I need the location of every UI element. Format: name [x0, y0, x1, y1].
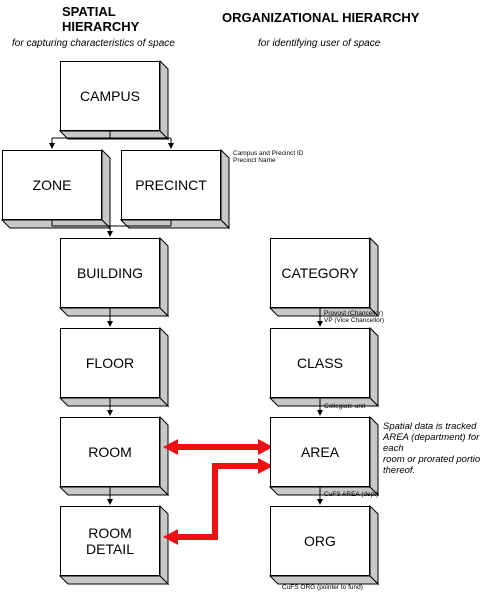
box-right-face: [159, 59, 169, 141]
precinct-label: PRECINCT: [135, 177, 207, 193]
box-bottom-face: [58, 130, 170, 140]
box-bottom-face: [268, 575, 380, 585]
box-right-face: [220, 148, 230, 230]
precinct-box: PRECINCT: [121, 150, 221, 220]
spatial-hierarchy-title: SPATIAL HIERARCHY: [62, 4, 140, 34]
category-label: CATEGORY: [281, 265, 359, 281]
organizational-hierarchy-subtitle: for identifying user of space: [258, 38, 381, 49]
campus-branch-connector: [49, 131, 174, 149]
box-bottom-face: [268, 307, 380, 317]
room-box: ROOM: [60, 417, 160, 487]
building-box: BUILDING: [60, 238, 160, 308]
floor-label: FLOOR: [85, 355, 135, 371]
box-bottom-face: [58, 307, 170, 317]
area-note: CuFS AREA (dept): [324, 491, 379, 498]
building-label: BUILDING: [76, 265, 144, 281]
precinct-note: Campus and Precinct ID Precinct Name: [233, 150, 304, 164]
box-right-face: [369, 326, 379, 408]
org-label: ORG: [304, 533, 336, 549]
box-bottom-face: [58, 575, 170, 585]
box-bottom-face: [58, 486, 170, 496]
floor-box: FLOOR: [60, 328, 160, 398]
class-box: CLASS: [270, 328, 370, 398]
box-bottom-face: [58, 397, 170, 407]
room-label: ROOM: [88, 444, 132, 460]
category-note: Provost (Chancellor) VP (Vice Chancellor…: [324, 310, 385, 324]
category-box: CATEGORY: [270, 238, 370, 308]
org-box: ORG: [270, 506, 370, 576]
zone-box: ZONE: [2, 150, 102, 220]
room-detail-label: ROOM DETAIL: [86, 525, 134, 557]
area-box: AREA: [270, 417, 370, 487]
spatial-tracked-note: Spatial data is tracked AREA (department…: [383, 421, 481, 476]
box-bottom-face: [268, 397, 380, 407]
box-right-face: [159, 415, 169, 497]
room-detail-box: ROOM DETAIL: [60, 506, 160, 576]
campus-label: CAMPUS: [80, 88, 140, 104]
box-right-face: [159, 236, 169, 318]
class-label: CLASS: [297, 355, 343, 371]
area-label: AREA: [300, 444, 340, 460]
room-area-double-arrow: [163, 439, 273, 455]
box-right-face: [101, 148, 111, 230]
area-room-detail-elbow-arrow: [163, 458, 273, 545]
box-right-face: [159, 326, 169, 408]
organizational-hierarchy-title: ORGANIZATIONAL HIERARCHY: [222, 10, 420, 25]
box-bottom-face: [268, 486, 380, 496]
box-right-face: [369, 236, 379, 318]
zone-label: ZONE: [32, 177, 72, 193]
box-right-face: [369, 504, 379, 586]
org-note: CuFS ORG (pointer to fund): [282, 584, 363, 591]
class-note: Collegiate unit: [324, 403, 366, 410]
box-bottom-face: [0, 219, 112, 229]
box-bottom-face: [119, 219, 231, 229]
spatial-hierarchy-subtitle: for capturing characteristics of space: [12, 38, 175, 49]
campus-box: CAMPUS: [60, 61, 160, 131]
box-right-face: [369, 415, 379, 497]
zone-precinct-to-building-connector: [51, 218, 172, 237]
box-right-face: [159, 504, 169, 586]
